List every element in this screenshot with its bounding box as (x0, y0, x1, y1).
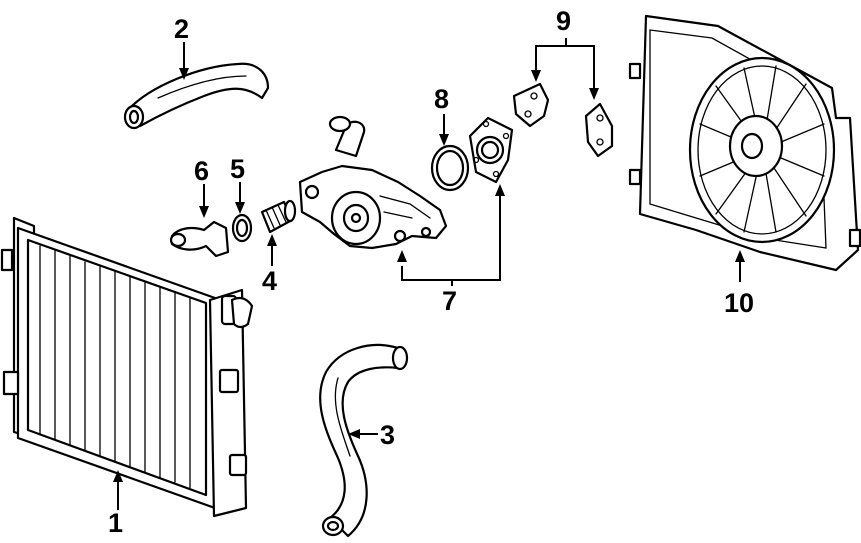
callout-3: 3 (380, 420, 395, 450)
radiator (0, 216, 254, 518)
callout-6: 6 (194, 156, 209, 186)
callout-7-leader (397, 184, 505, 286)
callout-1: 1 (108, 508, 123, 538)
callout-10: 10 (724, 288, 754, 318)
callout-8: 8 (434, 84, 449, 114)
fan-brackets (512, 38, 614, 158)
callout-7: 7 (442, 286, 457, 316)
upper-radiator-hose (123, 42, 270, 130)
thermostat-housing (169, 184, 230, 258)
thermostat-seal (231, 182, 253, 243)
callout-9: 9 (556, 6, 571, 36)
cooling-fan-assembly (628, 14, 861, 282)
o-ring (430, 114, 470, 192)
thermostat (260, 199, 297, 266)
callout-5: 5 (230, 154, 245, 184)
water-pump (298, 115, 448, 250)
lower-radiator-hose (319, 344, 409, 538)
water-pump-gasket (468, 116, 514, 184)
callout-2: 2 (174, 14, 189, 44)
callout-4: 4 (262, 266, 277, 296)
